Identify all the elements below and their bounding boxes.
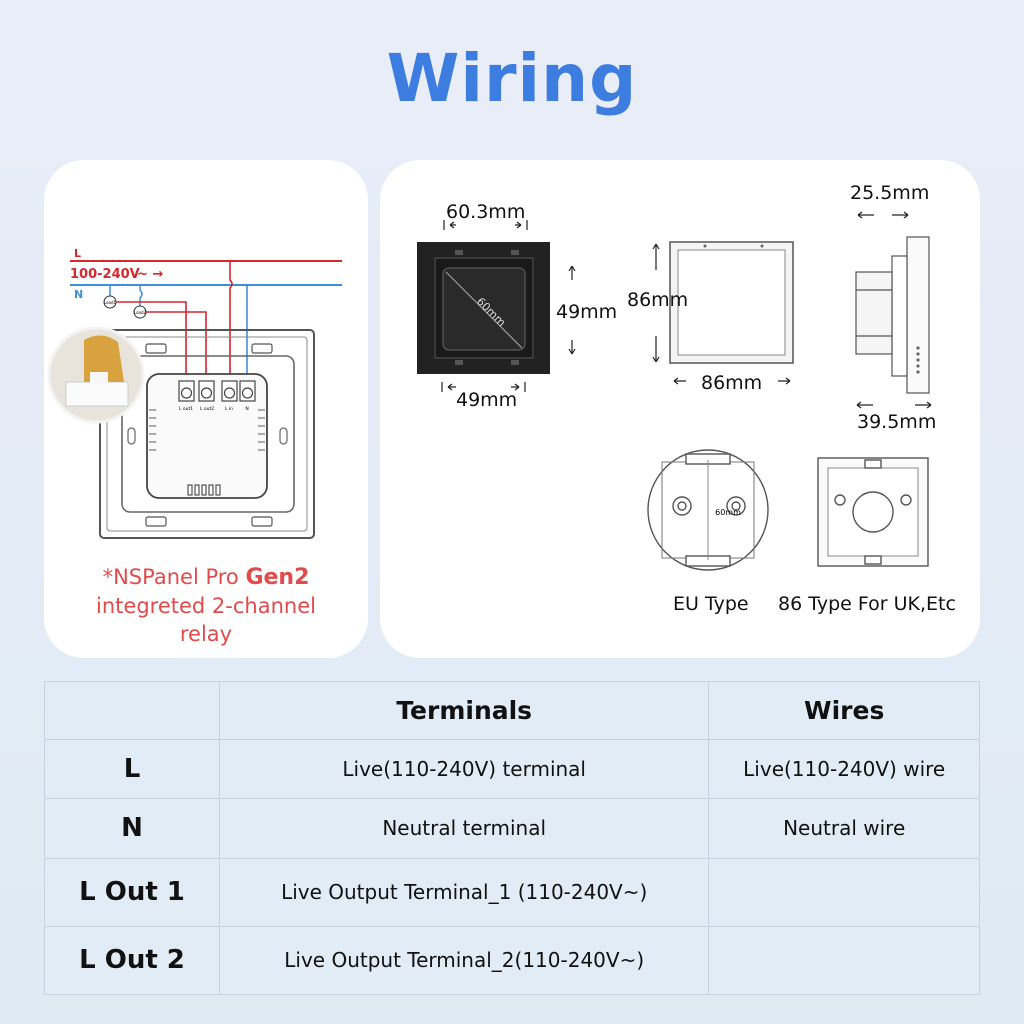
row-terminal: Live(110-240V) terminal (218, 739, 710, 800)
row-terminal: Live Output Terminal_2(110-240V~) (218, 925, 710, 996)
eu-box-diameter-dim: 60mm (715, 508, 741, 517)
ac-arrow-icon: ~ → (137, 267, 163, 282)
table-row: L Live(110-240V) terminal Live(110-240V)… (44, 739, 980, 800)
table-row: N Neutral terminal Neutral wire (44, 798, 980, 859)
uk-type-label: 86 Type For UK,Etc (778, 593, 956, 615)
table-header-row: Terminals Wires (44, 680, 980, 741)
terminal-label-lout1: L out1 (179, 406, 193, 412)
panel-outline (99, 329, 315, 539)
live-line-label: L (74, 247, 81, 260)
table-header-blank (44, 680, 220, 741)
uk-box-drawing (817, 457, 929, 567)
row-key: L Out 1 (44, 857, 220, 927)
terminal-label-lin: L in (225, 406, 233, 412)
row-wire (708, 925, 980, 996)
dimensions-card: 60mm (380, 160, 980, 658)
table-row: L Out 1 Live Output Terminal_1 (110-240V… (44, 857, 980, 927)
wiring-table: Terminals Wires L Live(110-240V) termina… (44, 680, 980, 996)
row-key: L Out 2 (44, 925, 220, 996)
relay-photo-icon (47, 326, 145, 424)
caption-gen2: Gen2 (245, 565, 310, 590)
eu-box-drawing (647, 449, 769, 571)
wiring-diagram-card: L 100-240V ~ → N Load1 Load2 (44, 160, 368, 658)
back-height-dim: 49mm (556, 301, 618, 323)
side-view-drawing (855, 236, 930, 394)
caption-line3: relay (179, 622, 233, 646)
row-wire: Live(110-240V) wire (708, 739, 980, 800)
side-bottom-dim: 39.5mm (857, 411, 937, 433)
table-row: L Out 2 Live Output Terminal_2(110-240V~… (44, 925, 980, 996)
row-wire: Neutral wire (708, 798, 980, 859)
neutral-line-label: N (74, 288, 83, 301)
load2-label: Load2 (134, 310, 147, 315)
row-key: N (44, 798, 220, 859)
row-terminal: Live Output Terminal_1 (110-240V~) (218, 857, 710, 927)
row-wire (708, 857, 980, 927)
caption-prefix: *NSPanel Pro (102, 565, 246, 589)
terminal-block (178, 380, 256, 402)
relay-module (146, 373, 268, 499)
row-terminal: Neutral terminal (218, 798, 710, 859)
back-width-bottom-dim: 49mm (456, 389, 518, 411)
row-key: L (44, 739, 220, 800)
caption-line2: integreted 2-channel (96, 594, 316, 618)
wiring-diagram: L 100-240V ~ → N Load1 Load2 (47, 247, 342, 539)
table-header-wires: Wires (708, 680, 980, 741)
voltage-label: 100-240V (70, 267, 140, 282)
front-width-dim: 86mm (701, 372, 763, 394)
front-view-drawing (669, 241, 794, 364)
eu-type-label: EU Type (673, 593, 749, 615)
terminal-label-n: N (245, 406, 248, 412)
back-view-drawing (417, 242, 550, 374)
dimension-drawings: 60mm (417, 211, 932, 571)
load1-label: Load1 (104, 300, 117, 305)
front-height-dim: 86mm (627, 289, 689, 311)
terminal-label-lout2: L out2 (200, 406, 214, 412)
page-title: Wiring (386, 40, 638, 117)
relay-caption: *NSPanel Pro Gen2 integreted 2-channel r… (44, 563, 368, 648)
table-header-terminals: Terminals (218, 680, 710, 741)
back-width-top-dim: 60.3mm (446, 201, 526, 223)
side-top-dim: 25.5mm (850, 182, 930, 204)
